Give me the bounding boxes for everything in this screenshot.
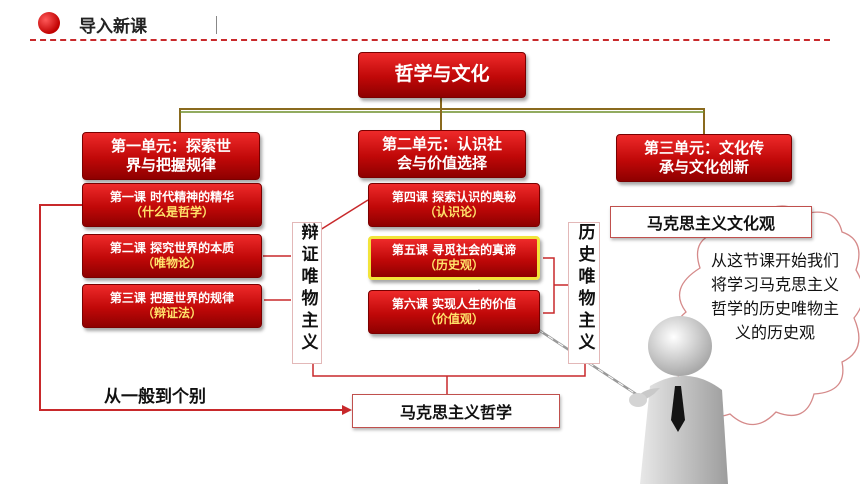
general-to-specific-arrow	[39, 204, 342, 411]
dialectical-materialism-label: 辩证唯物主义	[292, 222, 322, 364]
lesson-3-sub: （辩证法）	[141, 306, 202, 320]
lesson-3-title: 第三课 把握世界的规律	[109, 291, 235, 305]
lesson-4-sub: （认识论）	[423, 205, 484, 219]
lesson-4-box: 第四课 探索认识的奥秘 （认识论）	[368, 183, 540, 227]
lesson-1-sub: （什么是哲学）	[129, 205, 214, 219]
lesson-5-box: 第五课 寻觅社会的真谛 （历史观）	[368, 236, 540, 280]
lesson-3-box: 第三课 把握世界的规律 （辩证法）	[82, 284, 262, 328]
page-title: 导入新课	[79, 17, 147, 37]
arrowhead-icon	[342, 405, 352, 415]
lesson-6-box: 第六课 实现人生的价值 （价值观）	[368, 290, 540, 334]
unit-2-line1: 第二单元：认识社	[381, 135, 502, 154]
bracket-lessons-historical	[543, 257, 555, 314]
general-to-specific-label: 从一般到个别	[104, 387, 206, 407]
marxist-culture-box: 马克思主义文化观	[610, 206, 812, 238]
lesson-5-title: 第五课 寻觅社会的真谛	[391, 243, 517, 257]
header-divider	[216, 16, 217, 34]
header-dashed-line	[30, 39, 830, 41]
historical-materialism-text: 历史唯物主义	[574, 223, 595, 355]
speech-bubble-text: 从这节课开始我们将学习马克思主义哲学的历史唯物主义的历史观	[710, 251, 839, 342]
presenter-figure-icon	[629, 316, 728, 484]
unit-2-box: 第二单元：认识社 会与价值选择	[358, 130, 526, 178]
marxist-culture-label: 马克思主义文化观	[646, 214, 775, 233]
lesson-6-title: 第六课 实现人生的价值	[391, 297, 517, 311]
lesson-6-sub: （价值观）	[423, 312, 484, 326]
header-bullet-icon	[38, 12, 60, 34]
unit-1-line1: 第一单元：探索世	[110, 137, 231, 156]
unit-3-line2: 承与文化创新	[658, 158, 749, 176]
unit-3-box: 第三单元：文化传 承与文化创新	[616, 134, 792, 182]
marxist-philosophy-box: 马克思主义哲学	[352, 394, 560, 428]
root-node-label: 哲学与文化	[394, 63, 490, 86]
bracket-philosophy	[312, 362, 586, 377]
unit-1-box: 第一单元：探索世 界与把握规律	[82, 132, 260, 180]
lesson-5-sub: （历史观）	[423, 258, 484, 272]
lesson-2-sub: （唯物论）	[141, 256, 202, 270]
root-node-box: 哲学与文化	[358, 52, 526, 98]
historical-materialism-label: 历史唯物主义	[568, 222, 600, 364]
connector-lesson4-dialectical	[319, 199, 369, 231]
unit-2-line2: 会与价值选择	[396, 154, 487, 172]
lesson-2-title: 第二课 探究世界的本质	[109, 241, 235, 255]
marxist-philosophy-label: 马克思主义哲学	[399, 403, 512, 422]
dialectical-materialism-text: 辩证唯物主义	[297, 223, 318, 355]
lesson-1-title: 第一课 时代精神的精华	[109, 190, 235, 204]
unit-3-line1: 第三单元：文化传	[643, 139, 764, 158]
lesson-2-box: 第二课 探究世界的本质 （唯物论）	[82, 234, 262, 278]
lesson-1-box: 第一课 时代精神的精华 （什么是哲学）	[82, 183, 262, 227]
unit-1-line2: 界与把握规律	[125, 156, 216, 174]
lesson-4-title: 第四课 探索认识的奥秘	[391, 190, 517, 204]
